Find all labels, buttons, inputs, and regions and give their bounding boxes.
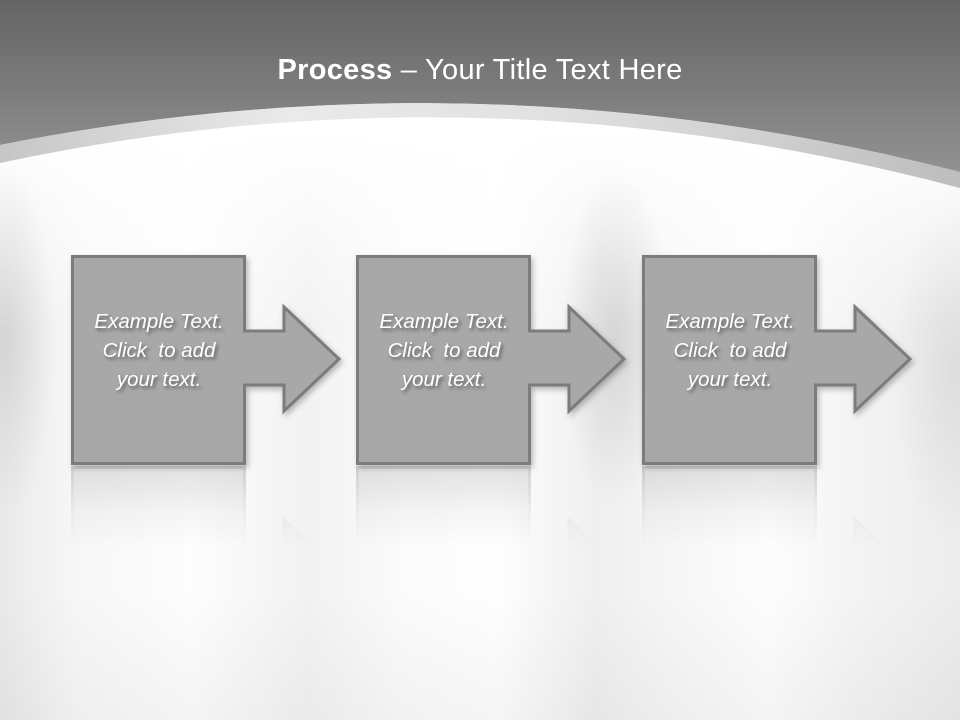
header-gray-area [0,0,960,172]
process-step-2: Example Text. Click to add your text. [356,255,628,595]
step-text-line: Click to add [387,339,501,362]
step-text-line: your text. [116,368,202,391]
slide-title: Process – Your Title Text Here [0,54,960,87]
step-reflection-shape [356,466,626,578]
title-emphasis: Process [277,54,393,86]
step-text-line: Example Text. [379,310,509,333]
process-step-3: Example Text. Click to add your text. [642,255,914,595]
arrow-right-icon-reflection [356,466,626,578]
step-reflection-shape [71,466,341,578]
step-reflection-shape [642,466,912,578]
header-band [0,0,960,188]
process-step-1: Example Text. Click to add your text. [71,255,343,595]
step-text-line: your text. [687,368,773,391]
step-text-line: Click to add [673,339,787,362]
step-reflection [71,466,343,578]
arrow-right-icon-reflection [71,466,341,578]
step-placeholder-text[interactable]: Example Text. Click to add your text. [71,307,247,394]
arrow-right-icon-reflection [642,466,912,578]
title-rest: – Your Title Text Here [400,54,683,86]
step-text-line: your text. [401,368,487,391]
step-placeholder-text[interactable]: Example Text. Click to add your text. [642,307,818,394]
step-reflection [642,466,914,578]
step-text-line: Example Text. [665,310,795,333]
step-reflection [356,466,628,578]
header-curve-highlight [0,103,960,188]
step-text-line: Example Text. [94,310,224,333]
step-text-line: Click to add [102,339,216,362]
step-placeholder-text[interactable]: Example Text. Click to add your text. [356,307,532,394]
